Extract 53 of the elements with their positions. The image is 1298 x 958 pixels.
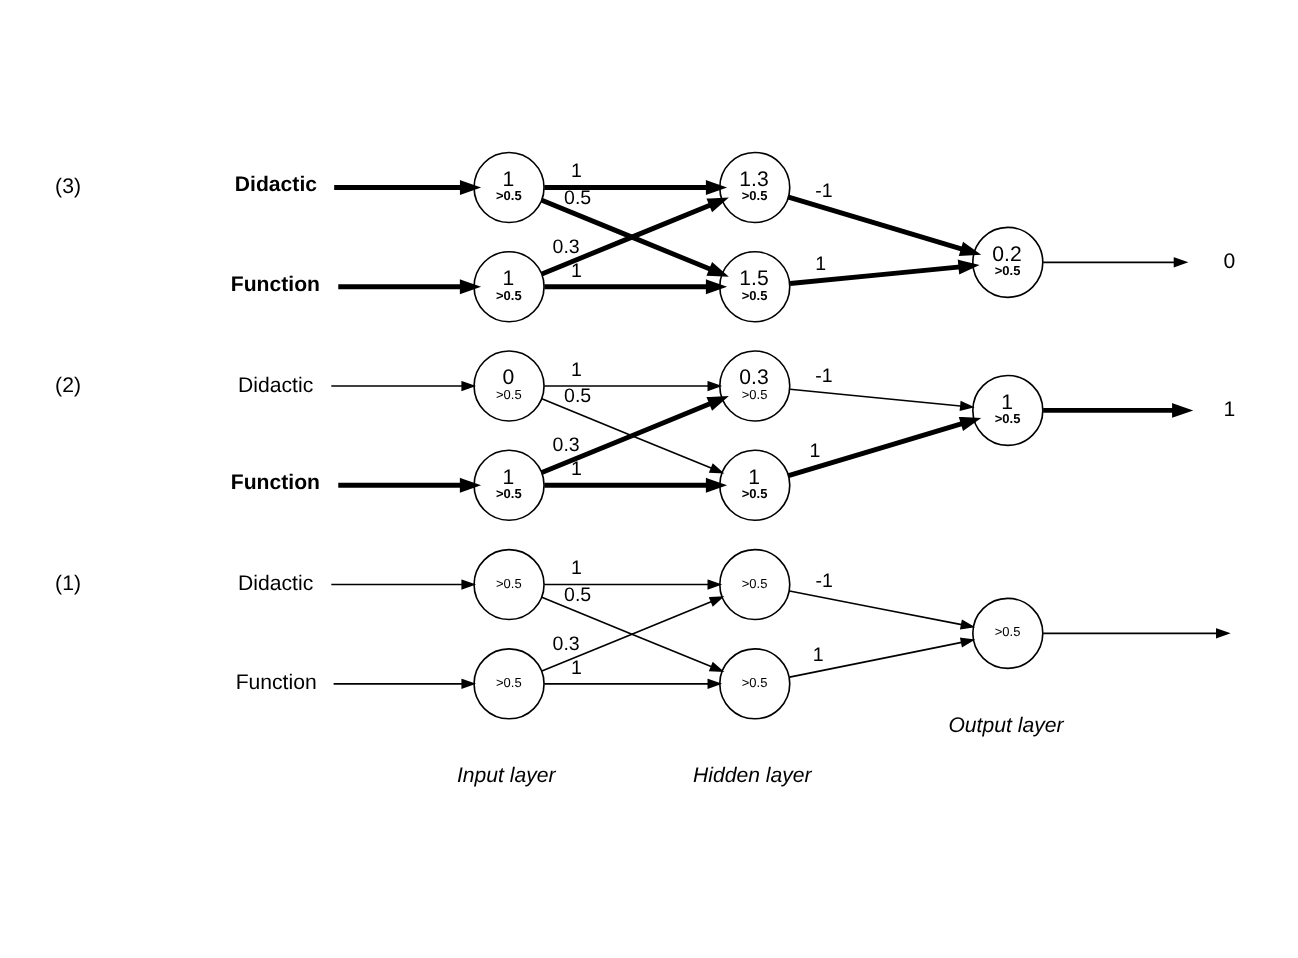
label: (3) [55, 174, 81, 199]
arrow [338, 476, 482, 492]
arrow [789, 387, 975, 411]
edge-label: -1 [815, 180, 833, 202]
node-text: Didactic [238, 571, 314, 596]
arrow [334, 179, 482, 194]
edge-label: 1 [571, 259, 583, 282]
arrow [789, 258, 980, 285]
edge-label: -1 [815, 365, 833, 388]
node-text: Didactic [238, 372, 314, 397]
label: (1) [55, 571, 81, 596]
arrow [544, 278, 728, 294]
arrow [787, 415, 982, 477]
node-text: Function [235, 670, 317, 695]
arrow [544, 179, 728, 194]
edge-label: 1 [571, 656, 583, 679]
node-text: 0 [1223, 248, 1236, 273]
arrow [1042, 256, 1189, 267]
arrow [788, 589, 976, 629]
arrow [332, 677, 477, 688]
label: Hidden layer [692, 763, 812, 788]
arrow [787, 193, 982, 255]
edge-label: 0.5 [564, 385, 592, 408]
arrow [543, 578, 723, 589]
edge-label: 0.3 [552, 235, 580, 258]
edge-label: 0.3 [552, 632, 580, 655]
label: (2) [55, 372, 81, 397]
arrow [330, 578, 477, 589]
arrow [338, 278, 482, 294]
edge-label: 0.5 [564, 186, 592, 209]
node-text: Didactic [234, 172, 318, 197]
arrow [330, 379, 477, 391]
edge-label: -1 [815, 570, 833, 593]
node-text: 1 [1223, 396, 1236, 421]
edge-label: 1 [571, 557, 583, 580]
arrow [1043, 402, 1194, 417]
edge-label: 0.5 [564, 583, 592, 606]
node-text: Function [230, 271, 320, 296]
arrow [544, 476, 728, 492]
arrow [1042, 627, 1231, 638]
arrow [543, 677, 723, 688]
edge-label: 1 [812, 643, 824, 666]
edge-label: 1 [571, 458, 583, 481]
edge-label: 1 [809, 439, 821, 462]
edge-label: 1 [571, 160, 583, 183]
node-text: Function [230, 470, 320, 495]
edge-label: 0.3 [552, 434, 580, 457]
edge-label: 1 [815, 253, 827, 276]
arrow [788, 636, 976, 677]
label: Input layer [456, 763, 556, 788]
label: Output layer [948, 712, 1064, 737]
arrow [543, 379, 723, 391]
edge-label: 1 [571, 358, 583, 381]
